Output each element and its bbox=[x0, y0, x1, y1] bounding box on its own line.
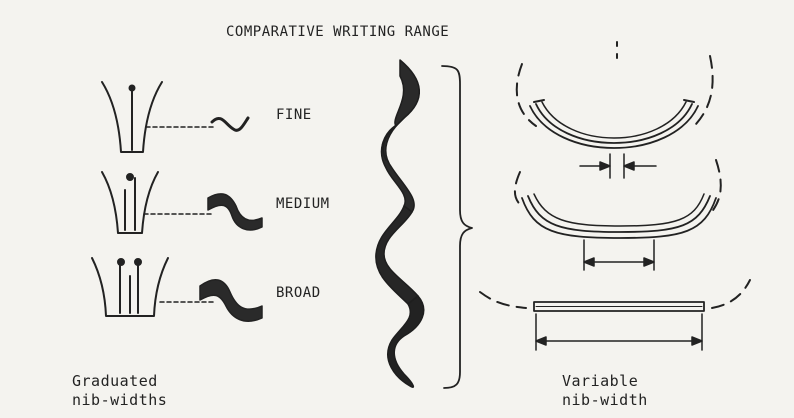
broad-stroke-sample bbox=[199, 279, 263, 322]
variable-nib-middle bbox=[514, 159, 722, 239]
writing-range-ribbon bbox=[375, 59, 425, 388]
diagram-title: COMPARATIVE WRITING RANGE bbox=[226, 24, 450, 40]
broad-width-arrows bbox=[535, 313, 703, 351]
variable-caption: Variable nib-width bbox=[562, 372, 648, 410]
fine-stroke-sample bbox=[210, 116, 250, 132]
medium-stroke-sample bbox=[207, 193, 263, 231]
variable-caption-line1: Variable bbox=[562, 372, 639, 390]
graduated-caption-line2: nib-widths bbox=[72, 390, 168, 409]
range-brace bbox=[441, 65, 473, 389]
medium-label: MEDIUM bbox=[276, 196, 330, 212]
fine-nib-icon bbox=[101, 81, 163, 153]
graduated-caption: Graduated nib-widths bbox=[72, 372, 167, 410]
narrow-width-arrows bbox=[579, 153, 657, 179]
broad-label: BROAD bbox=[276, 285, 321, 301]
broad-nib-icon bbox=[91, 257, 169, 317]
variable-nib-top bbox=[515, 41, 714, 149]
variable-caption-line2: nib-width bbox=[562, 390, 648, 409]
fine-label: FINE bbox=[276, 107, 312, 123]
medium-nib-icon bbox=[101, 171, 159, 234]
medium-width-arrows bbox=[583, 239, 655, 271]
graduated-caption-line1: Graduated bbox=[72, 372, 158, 390]
variable-nib-bottom bbox=[479, 279, 751, 312]
